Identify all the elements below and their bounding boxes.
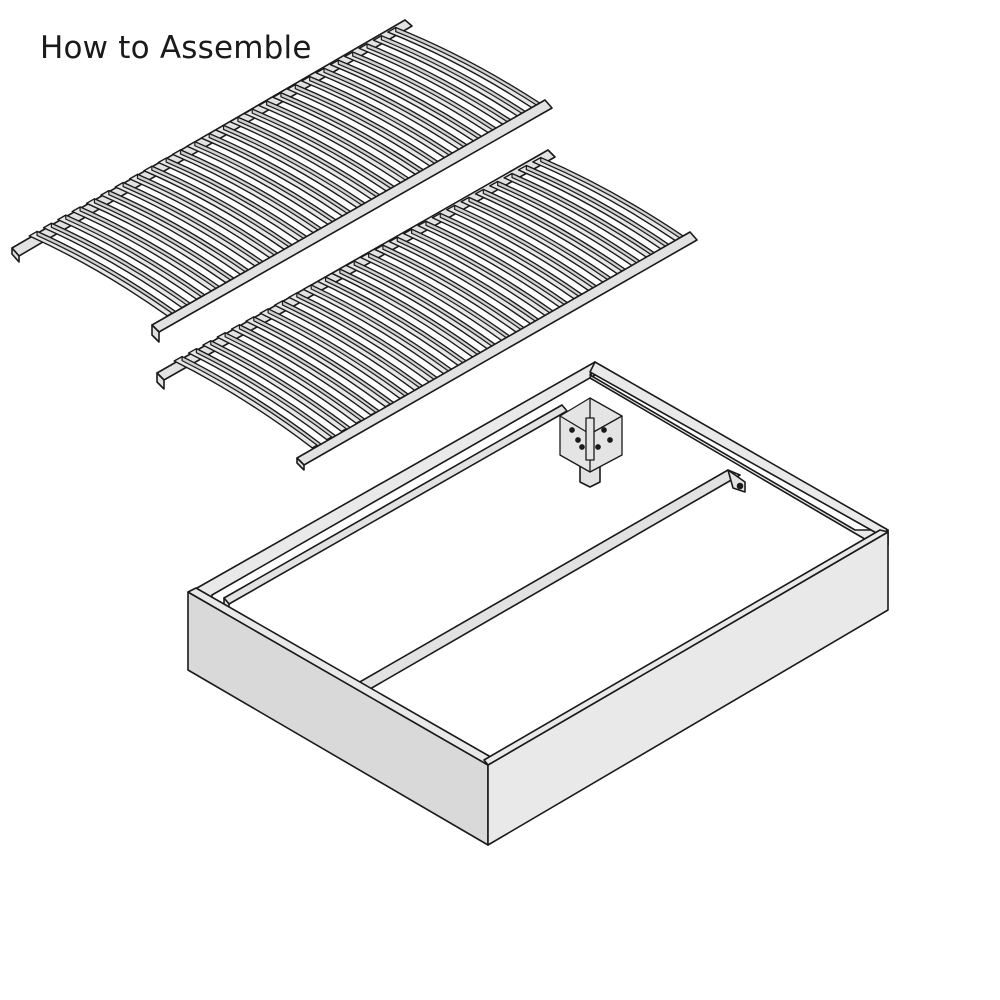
slatted-base-2	[156, 149, 698, 471]
corner-bracket	[559, 397, 623, 473]
base-2-rail-left-front	[156, 372, 165, 390]
slatted-base-1	[11, 19, 553, 343]
frame-front-left-panel	[187, 591, 489, 846]
base-2-slat	[173, 355, 321, 449]
base-2-rail-right-front	[296, 457, 305, 471]
base-1-slats	[28, 26, 542, 317]
base-2-slat	[187, 347, 336, 441]
bed-frame	[187, 361, 889, 846]
base-1-rail-left-front	[11, 247, 20, 263]
base-1-rail-right-front	[151, 324, 160, 343]
page-title: How to Assemble	[40, 30, 312, 66]
frame-back-right-top	[589, 361, 889, 536]
side-rail	[223, 404, 568, 612]
frame-front-right-top	[483, 529, 889, 766]
